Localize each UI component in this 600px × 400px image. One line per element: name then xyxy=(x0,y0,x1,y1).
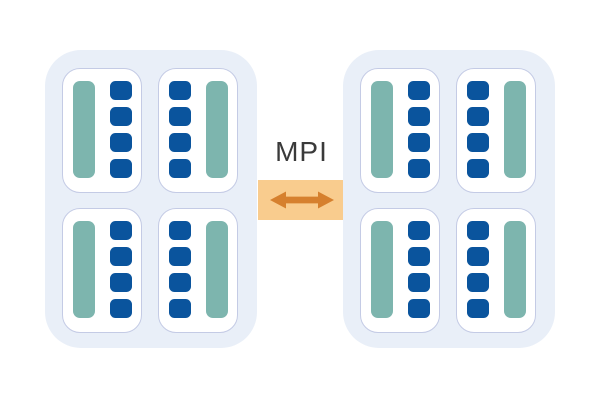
core-square xyxy=(408,299,430,318)
compute-node-right xyxy=(343,50,555,348)
core-square xyxy=(110,299,132,318)
teal-bar xyxy=(371,221,393,318)
teal-bar xyxy=(504,221,526,318)
cpu-socket xyxy=(360,68,440,193)
cpu-socket xyxy=(62,68,142,193)
core-square xyxy=(408,159,430,178)
cpu-socket xyxy=(158,208,238,333)
teal-bar xyxy=(504,81,526,178)
core-square xyxy=(169,299,191,318)
core-square xyxy=(169,247,191,266)
compute-node-left xyxy=(45,50,257,348)
core-square xyxy=(467,299,489,318)
mpi-label: MPI xyxy=(275,136,328,167)
teal-bar xyxy=(73,81,95,178)
cpu-socket xyxy=(360,208,440,333)
core-column xyxy=(169,221,191,318)
core-square xyxy=(408,273,430,292)
core-column xyxy=(467,221,489,318)
core-square xyxy=(467,159,489,178)
core-column xyxy=(110,221,132,318)
core-square xyxy=(110,107,132,126)
core-square xyxy=(467,133,489,152)
core-square xyxy=(467,247,489,266)
core-square xyxy=(467,273,489,292)
core-square xyxy=(408,107,430,126)
core-square xyxy=(169,159,191,178)
core-square xyxy=(467,81,489,100)
core-square xyxy=(408,247,430,266)
core-square xyxy=(169,107,191,126)
core-square xyxy=(467,221,489,240)
core-square xyxy=(110,81,132,100)
teal-bar xyxy=(206,221,228,318)
cpu-socket xyxy=(456,208,536,333)
core-square xyxy=(467,107,489,126)
cpu-socket xyxy=(62,208,142,333)
core-square xyxy=(110,247,132,266)
core-square xyxy=(408,133,430,152)
core-square xyxy=(169,221,191,240)
core-square xyxy=(110,159,132,178)
core-column xyxy=(467,81,489,178)
core-square xyxy=(169,133,191,152)
cpu-socket xyxy=(158,68,238,193)
core-square xyxy=(110,273,132,292)
core-square xyxy=(110,221,132,240)
core-column xyxy=(408,81,430,178)
core-column xyxy=(169,81,191,178)
core-column xyxy=(110,81,132,178)
core-column xyxy=(408,221,430,318)
cpu-socket xyxy=(456,68,536,193)
teal-bar xyxy=(371,81,393,178)
teal-bar xyxy=(206,81,228,178)
core-square xyxy=(110,133,132,152)
core-square xyxy=(408,81,430,100)
teal-bar xyxy=(73,221,95,318)
core-square xyxy=(169,81,191,100)
mpi-connector-band xyxy=(258,180,345,220)
core-square xyxy=(408,221,430,240)
core-square xyxy=(169,273,191,292)
double-headed-arrow-icon xyxy=(269,191,334,209)
